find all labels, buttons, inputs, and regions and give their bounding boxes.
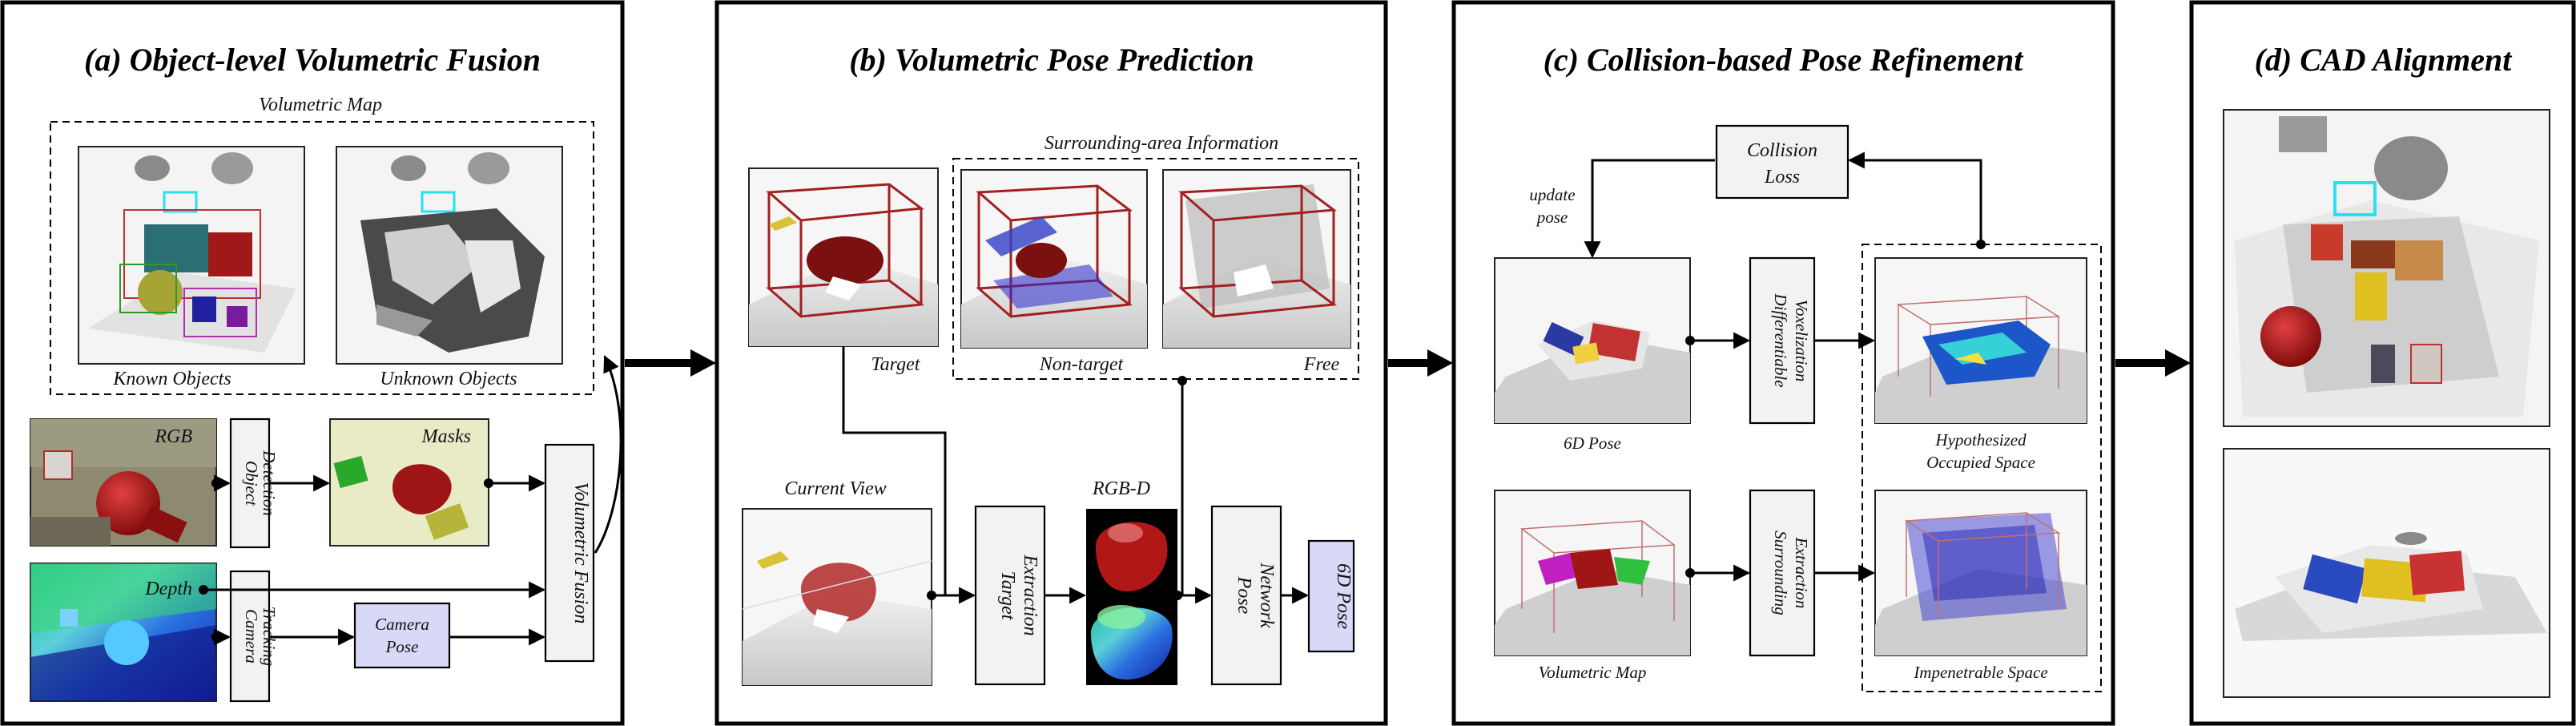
current-view-caption: Current View: [784, 478, 886, 499]
rgbd-caption: RGB-D: [1092, 478, 1150, 499]
known-objects-caption: Known Objects: [112, 369, 231, 389]
nontarget-caption: Non-target: [1039, 354, 1125, 375]
volumetric-map-caption: Volumetric Map: [259, 95, 382, 115]
volumetric-fusion-box: Volumetric Fusion: [544, 443, 595, 663]
occupancy-group: [1862, 244, 2102, 692]
panel-c-title: (c) Collision-based Pose Refinement: [1544, 42, 2025, 78]
object-detection-line1: Object: [242, 461, 261, 506]
rgb-image: [30, 418, 217, 547]
collision-loss-line1: Collision: [1747, 140, 1817, 161]
surrounding-extraction-line1: Surrounding: [1771, 530, 1790, 615]
masks-label: Masks: [421, 426, 471, 447]
unknown-objects-caption: Unknown Objects: [380, 369, 517, 389]
pose-network-line2: Network: [1256, 562, 1277, 628]
impenetrable-caption: Impenetrable Space: [1913, 663, 2047, 682]
surrounding-extraction-line2: Extraction: [1792, 537, 1811, 609]
current-view-image: [742, 508, 932, 686]
masks-image: [329, 418, 489, 547]
target-extraction-box: Target Extraction: [974, 505, 1046, 686]
target-extraction-line1: Target: [997, 571, 1018, 621]
hypothesized-space-image: [1874, 257, 2087, 424]
panel-d-title: (d) CAD Alignment: [2255, 42, 2514, 78]
known-objects-image: [78, 146, 305, 365]
camera-pose-box: Camera Pose: [353, 602, 451, 669]
panel-b-title: (b) Volumetric Pose Prediction: [849, 42, 1254, 78]
rgbd-image: [1086, 509, 1177, 685]
update-pose-line1: update: [1529, 185, 1575, 204]
sixd-pose-scene-image: [1494, 257, 1691, 424]
free-volume-image: [1162, 169, 1351, 349]
rgb-label: RGB: [154, 426, 192, 447]
camera-tracking-line1: Camera: [242, 609, 261, 663]
unknown-objects-image: [336, 146, 563, 365]
panel-c-connectors: [1584, 151, 1986, 582]
hypothesized-line1: Hypothesized: [1934, 430, 2027, 450]
free-caption: Free: [1303, 354, 1340, 375]
sixd-pose-caption: 6D Pose: [1564, 434, 1621, 453]
panel-d-frame: [2189, 0, 2576, 726]
differentiable-voxelization-box: Differentiable Voxelization: [1749, 256, 1816, 425]
depth-label: Depth: [144, 579, 192, 599]
panel-b-frame: [714, 0, 1388, 726]
diff-vox-line1: Differentiable: [1771, 292, 1790, 387]
camera-pose-line2: Pose: [385, 637, 419, 656]
pose-network-box: Pose Network: [1210, 505, 1282, 686]
cad-alignment-scene-top: [2223, 109, 2550, 427]
camera-pose-line1: Camera: [375, 615, 429, 634]
target-volume-image: [748, 167, 939, 347]
collision-loss-box: Collision Loss: [1715, 124, 1849, 200]
update-pose-line2: pose: [1536, 208, 1568, 227]
panel-b-connectors: [842, 346, 1310, 604]
depth-image: [30, 563, 217, 702]
target-caption: Target: [871, 354, 921, 375]
volumetric-fusion-label: Volumetric Fusion: [570, 482, 591, 624]
volumetric-map-c-caption: Volumetric Map: [1539, 663, 1647, 682]
diff-vox-line2: Voxelization: [1792, 300, 1811, 382]
volumetric-map-c-image: [1494, 490, 1691, 656]
impenetrable-space-image: [1874, 490, 2087, 656]
panel-a-title: (a) Object-level Volumetric Fusion: [84, 42, 541, 78]
panel-a-connectors: [199, 355, 622, 646]
nontarget-volume-image: [960, 169, 1148, 349]
sixd-pose-label: 6D Pose: [1333, 563, 1354, 629]
volumetric-map-group: [50, 121, 594, 395]
hypothesized-line2: Occupied Space: [1926, 453, 2035, 472]
target-extraction-line2: Extraction: [1020, 554, 1040, 635]
panel-c-frame: [1451, 0, 2115, 726]
panel-a-frame: [0, 0, 625, 726]
surrounding-caption: Surrounding-area Information: [1044, 133, 1278, 154]
collision-loss-line2: Loss: [1764, 167, 1800, 188]
sixd-pose-box: 6D Pose: [1307, 539, 1355, 653]
surrounding-extraction-box: Surrounding Extraction: [1749, 489, 1816, 657]
cad-alignment-scene-bottom: [2223, 448, 2550, 698]
pose-network-line1: Pose: [1234, 576, 1254, 615]
panel-arrows: [625, 349, 2191, 377]
